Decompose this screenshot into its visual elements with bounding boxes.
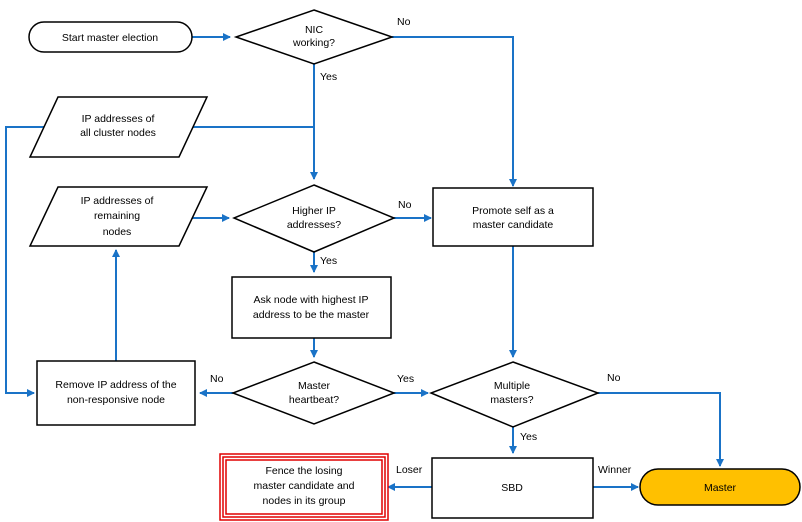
heartbeat-label-line1: Master [298, 380, 331, 392]
edge-label-multiple-yes: Yes [520, 431, 537, 443]
ip-all-parallelogram [28, 96, 209, 158]
promote-label-line2: master candidate [473, 219, 554, 231]
ip-remaining-label-line2: remaining [94, 210, 140, 222]
edge-label-winner: Winner [598, 464, 632, 476]
arrow-ip-all-to-remove [5, 126, 50, 397]
edge-label-nic-yes: Yes [320, 71, 337, 83]
edge-label-loser: Loser [396, 464, 423, 476]
node-fence: Fence the losing master candidate and no… [219, 453, 389, 521]
fence-label-line2: master candidate and [254, 480, 355, 492]
multiple-label-line2: masters? [490, 394, 533, 406]
multiple-diamond [428, 361, 601, 428]
remove-ip-label-line2: non-responsive node [67, 394, 165, 406]
arrow-nic-no-to-promote [392, 36, 517, 187]
node-ask-node: Ask node with highest IP address to be t… [231, 276, 392, 339]
heartbeat-diamond [230, 361, 397, 425]
edge-label-higher-yes: Yes [320, 255, 337, 267]
ip-all-label-line2: all cluster nodes [80, 127, 156, 139]
node-promote: Promote self as a master candidate [432, 187, 594, 247]
node-remove-ip: Remove IP address of the non-responsive … [36, 360, 196, 426]
ip-all-label-line1: IP addresses of [82, 113, 155, 125]
node-sbd: SBD [431, 457, 594, 519]
edge-label-nic-no: No [397, 16, 411, 28]
fence-label-line3: nodes in its group [263, 495, 346, 507]
ask-node-box [231, 276, 392, 339]
node-nic-decision: NIC working? [233, 9, 395, 65]
higher-ip-label-line1: Higher IP [292, 205, 336, 217]
sbd-box [431, 457, 594, 519]
heartbeat-label-line2: heartbeat? [289, 394, 339, 406]
arrow-multiple-no-to-master [598, 392, 724, 467]
sbd-label: SBD [501, 482, 523, 494]
node-multiple-decision: Multiple masters? [428, 361, 601, 428]
fence-label-line1: Fence the losing [265, 465, 342, 477]
nic-label-line1: NIC [305, 24, 324, 36]
node-start: Start master election [28, 21, 193, 53]
edge-label-heartbeat-yes: Yes [397, 373, 414, 385]
higher-ip-diamond [232, 184, 396, 253]
node-ip-remaining: IP addresses of remaining nodes [28, 186, 209, 247]
node-ip-all: IP addresses of all cluster nodes [28, 96, 209, 158]
promote-box [432, 187, 594, 247]
fence-inner-border [225, 459, 383, 515]
start-label: Start master election [62, 32, 158, 44]
ip-remaining-label-line1: IP addresses of [81, 195, 154, 207]
edge-label-higher-no: No [398, 199, 412, 211]
edge-labels: No Yes No Yes No Yes No Yes Loser Winner [210, 16, 632, 476]
master-terminator [639, 468, 801, 506]
nic-label-line2: working? [292, 37, 335, 49]
fence-middle-border [222, 456, 386, 518]
ask-node-label-line1: Ask node with highest IP [254, 294, 369, 306]
promote-label-line1: Promote self as a [472, 205, 554, 217]
ip-remaining-label-line3: nodes [103, 226, 132, 238]
start-terminator [28, 21, 193, 53]
node-heartbeat-decision: Master heartbeat? [230, 361, 397, 425]
edge-label-heartbeat-no: No [210, 373, 224, 385]
master-label: Master [704, 482, 737, 494]
remove-ip-box [36, 360, 196, 426]
node-higher-ip-decision: Higher IP addresses? [232, 184, 396, 253]
connectors [5, 33, 724, 491]
ip-remaining-parallelogram [28, 186, 209, 247]
node-master: Master [639, 468, 801, 506]
higher-ip-label-line2: addresses? [287, 219, 341, 231]
multiple-label-line1: Multiple [494, 380, 530, 392]
edge-label-multiple-no: No [607, 372, 621, 384]
remove-ip-label-line1: Remove IP address of the [55, 379, 176, 391]
ask-node-label-line2: address to be the master [253, 309, 370, 321]
nic-diamond [233, 9, 395, 65]
fence-outer-border [219, 453, 389, 521]
